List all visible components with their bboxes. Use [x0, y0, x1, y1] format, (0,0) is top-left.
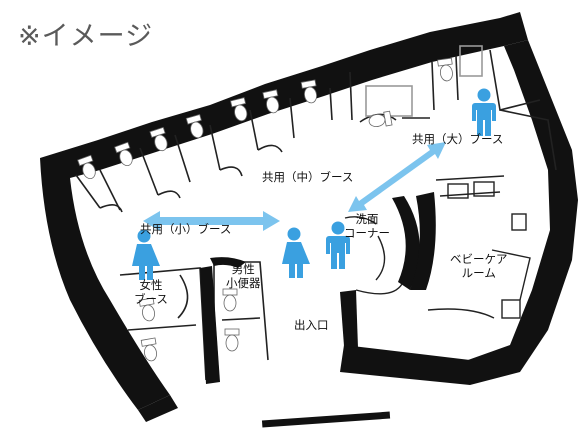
- label-men-urinal-line1: 男性: [231, 262, 255, 276]
- entrance-threshold: [261, 411, 391, 428]
- label-booth-small: 共用（小）ブース: [140, 222, 232, 236]
- label-entrance: 出入口: [294, 318, 329, 332]
- label-women-booth-line2: ブース: [134, 292, 168, 306]
- label-men-urinal: 男性 小便器: [226, 262, 261, 290]
- label-women-booth: 女性 ブース: [134, 278, 168, 306]
- center-right-lines: [344, 175, 531, 319]
- center-right-walls: [340, 192, 436, 348]
- label-booth-large: 共用（大）ブース: [412, 132, 504, 146]
- label-washbasin-line1: 洗面: [355, 212, 379, 226]
- label-women-booth-line1: 女性: [139, 278, 163, 292]
- label-baby-care-room: ベビーケア ルーム: [450, 252, 508, 280]
- outer-walls: [40, 12, 578, 422]
- double-arrow-icon: [143, 211, 280, 231]
- label-baby-care-line1: ベビーケア: [450, 252, 508, 266]
- label-men-urinal-line2: 小便器: [226, 276, 261, 290]
- lower-left-walls: [200, 257, 246, 384]
- label-washbasin-corner: 洗面 コーナー: [344, 212, 390, 240]
- label-baby-care-line2: ルーム: [461, 266, 496, 280]
- label-booth-medium: 共用（中）ブース: [262, 170, 354, 184]
- double-arrow-icon: [348, 142, 446, 212]
- person-icon: [282, 227, 310, 278]
- label-washbasin-line2: コーナー: [344, 226, 390, 240]
- person-icon: [472, 88, 496, 136]
- image-caption: ※イメージ: [18, 21, 154, 52]
